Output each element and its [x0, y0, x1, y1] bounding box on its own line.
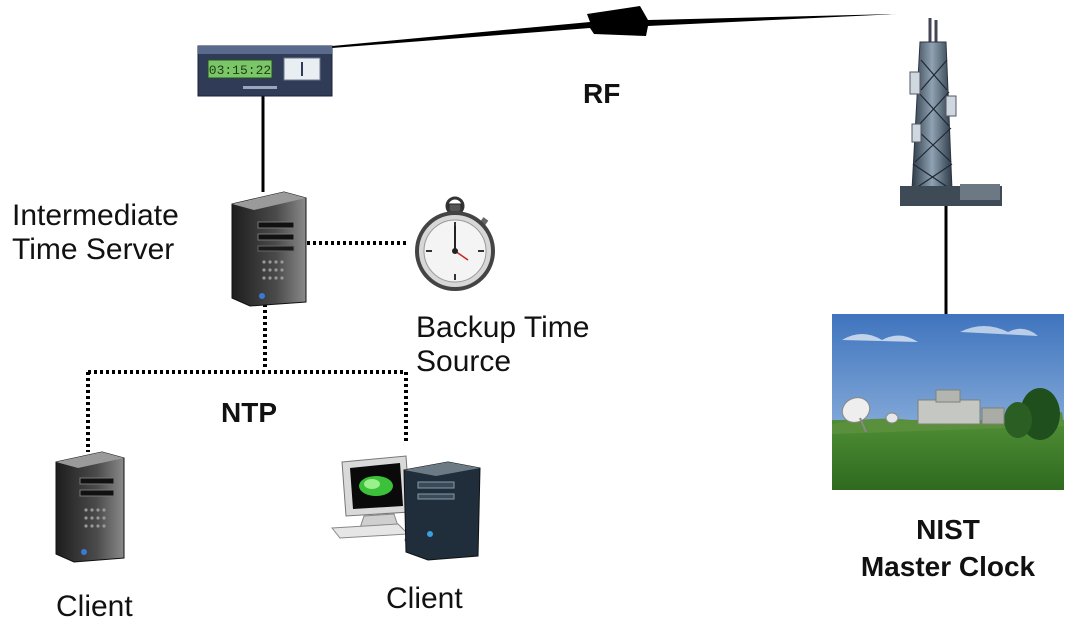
server-icon	[231, 191, 307, 307]
receiver-display: 03:15:22	[209, 63, 271, 78]
photo-icon	[832, 314, 1064, 490]
intermediate-server-label: Intermediate Time Server	[12, 199, 179, 266]
nist-master-clock-label: NIST Master Clock	[828, 514, 1068, 583]
nist-label-line1: NIST	[916, 514, 980, 545]
intermediate-label-line2: Time Server	[12, 232, 175, 266]
rf-label: RF	[583, 78, 621, 109]
tower-icon	[900, 18, 1002, 206]
nist-label-line2: Master Clock	[860, 551, 1036, 583]
stopwatch-icon	[415, 196, 495, 291]
ntp-label: NTP	[221, 397, 277, 428]
backup-label-line1: Backup Time	[416, 311, 590, 344]
client-right-label: Client	[386, 582, 463, 615]
intermediate-label-line1: Intermediate	[12, 199, 179, 232]
client-left-label: Client	[56, 590, 133, 623]
ntp-dotted-links	[86, 241, 408, 452]
backup-time-source-label: Backup Time Source	[416, 311, 589, 378]
desktop-computer-icon	[331, 455, 481, 561]
receiver-icon: 03:15:22	[197, 45, 333, 97]
server-icon	[55, 451, 125, 563]
rf-link	[332, 6, 897, 48]
backup-label-line2: Source	[416, 344, 512, 378]
